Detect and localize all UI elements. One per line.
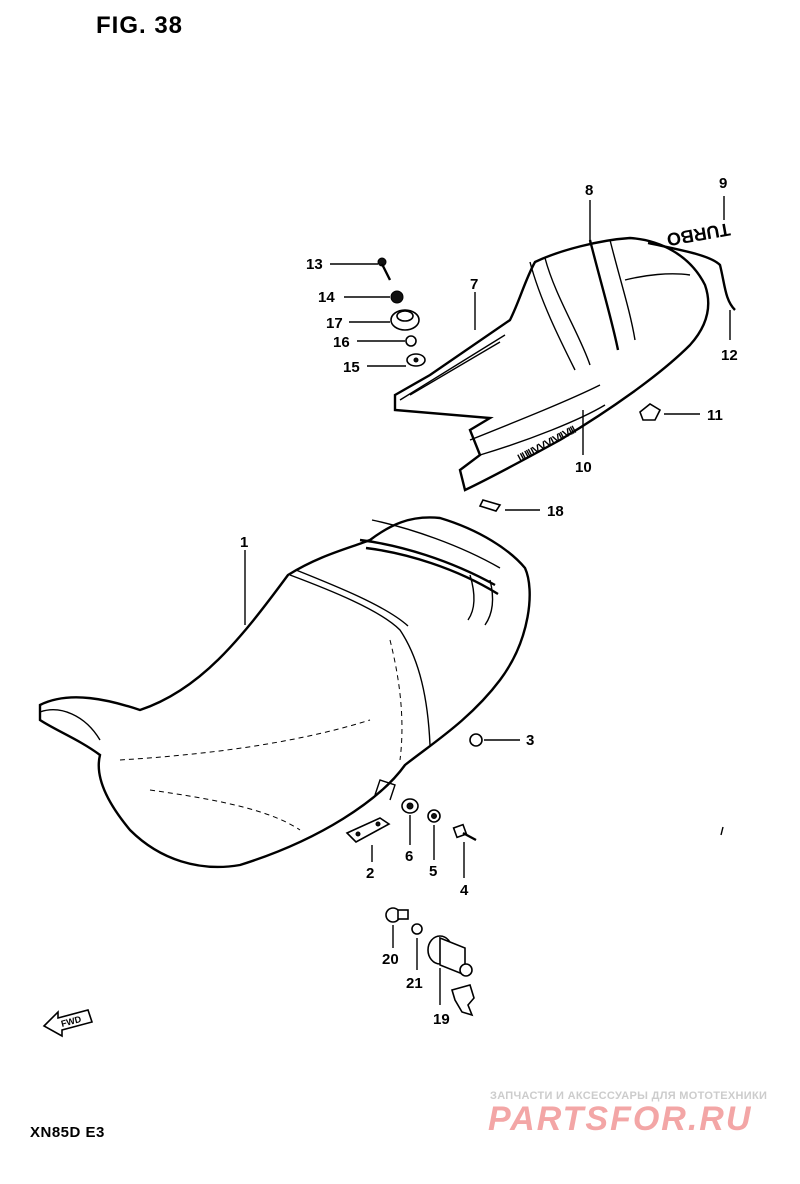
callout-18: 18: [547, 503, 564, 520]
callout-11: 11: [707, 407, 723, 424]
callout-3: 3: [526, 732, 534, 749]
callout-4: 4: [460, 882, 469, 899]
callout-21: 21: [406, 975, 423, 992]
callout-7: 7: [470, 276, 478, 293]
seat-assembly: [38, 516, 531, 869]
svg-text:ⅠⅡⅢⅣⅤⅥⅦⅧ: ⅠⅡⅢⅣⅤⅥⅦⅧ: [516, 425, 578, 465]
callout-15: 15: [343, 359, 360, 376]
figure-title: FIG. 38: [96, 12, 184, 39]
callout-1: 1: [240, 534, 248, 551]
callout-14: 14: [318, 289, 335, 306]
trim-strip: [647, 241, 736, 311]
callout-12: 12: [721, 347, 738, 364]
tail-cover-assembly: ⅠⅡⅢⅣⅤⅥⅦⅧ: [393, 236, 710, 492]
callout-5: 5: [429, 863, 437, 880]
callout-20: 20: [382, 951, 399, 968]
callout-16: 16: [333, 334, 350, 351]
leader-lines: [244, 196, 731, 1005]
callout-6: 6: [405, 848, 413, 865]
callout-19: 19: [433, 1011, 450, 1028]
callout-2: 2: [366, 865, 374, 882]
stray-mark: [720, 826, 724, 836]
callout-13: 13: [306, 256, 323, 273]
model-code: XN85D E3: [30, 1124, 105, 1141]
callout-9: 9: [719, 175, 727, 192]
watermark-tagline: ЗАПЧАСТИ И АКСЕССУАРЫ ДЛЯ МОТОТЕХНИКИ: [490, 1090, 768, 1102]
callout-8: 8: [585, 182, 593, 199]
callout-10: 10: [575, 459, 592, 476]
turbo-emblem: TURBO: [665, 219, 732, 250]
watermark-logo: PARTSFOR.RU: [488, 1100, 753, 1138]
hardware-parts: [345, 257, 662, 1017]
callout-17: 17: [326, 315, 343, 332]
fwd-arrow: FWD: [42, 1009, 94, 1038]
